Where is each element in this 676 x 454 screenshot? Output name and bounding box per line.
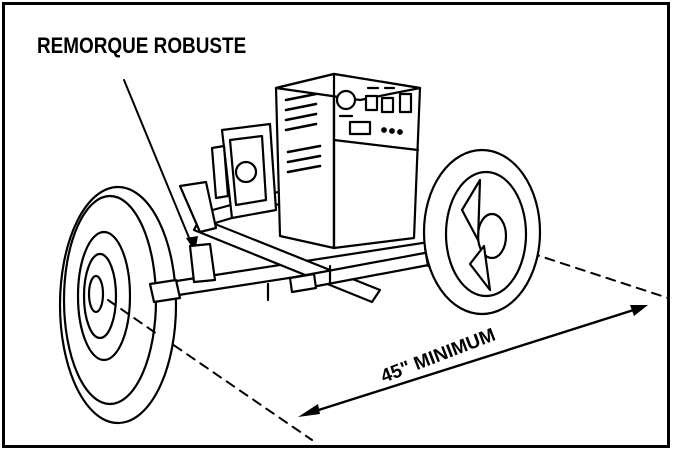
dimension-arrow — [298, 305, 648, 417]
callout-label: REMORQUE ROBUSTE — [37, 33, 247, 58]
switch-icon-2 — [380, 96, 395, 114]
left-axle-stub — [148, 278, 182, 304]
vent-slats — [284, 92, 322, 174]
switch-icon — [364, 94, 379, 112]
left-wheel — [58, 185, 178, 425]
outlet-icon — [398, 92, 413, 114]
engine-block — [210, 122, 278, 220]
control-panel — [335, 86, 413, 136]
meter-icon — [348, 120, 372, 136]
generator-housing — [274, 72, 422, 250]
right-wheel — [422, 148, 542, 316]
trailer-frame — [168, 180, 460, 304]
gauge-icon — [335, 89, 357, 111]
